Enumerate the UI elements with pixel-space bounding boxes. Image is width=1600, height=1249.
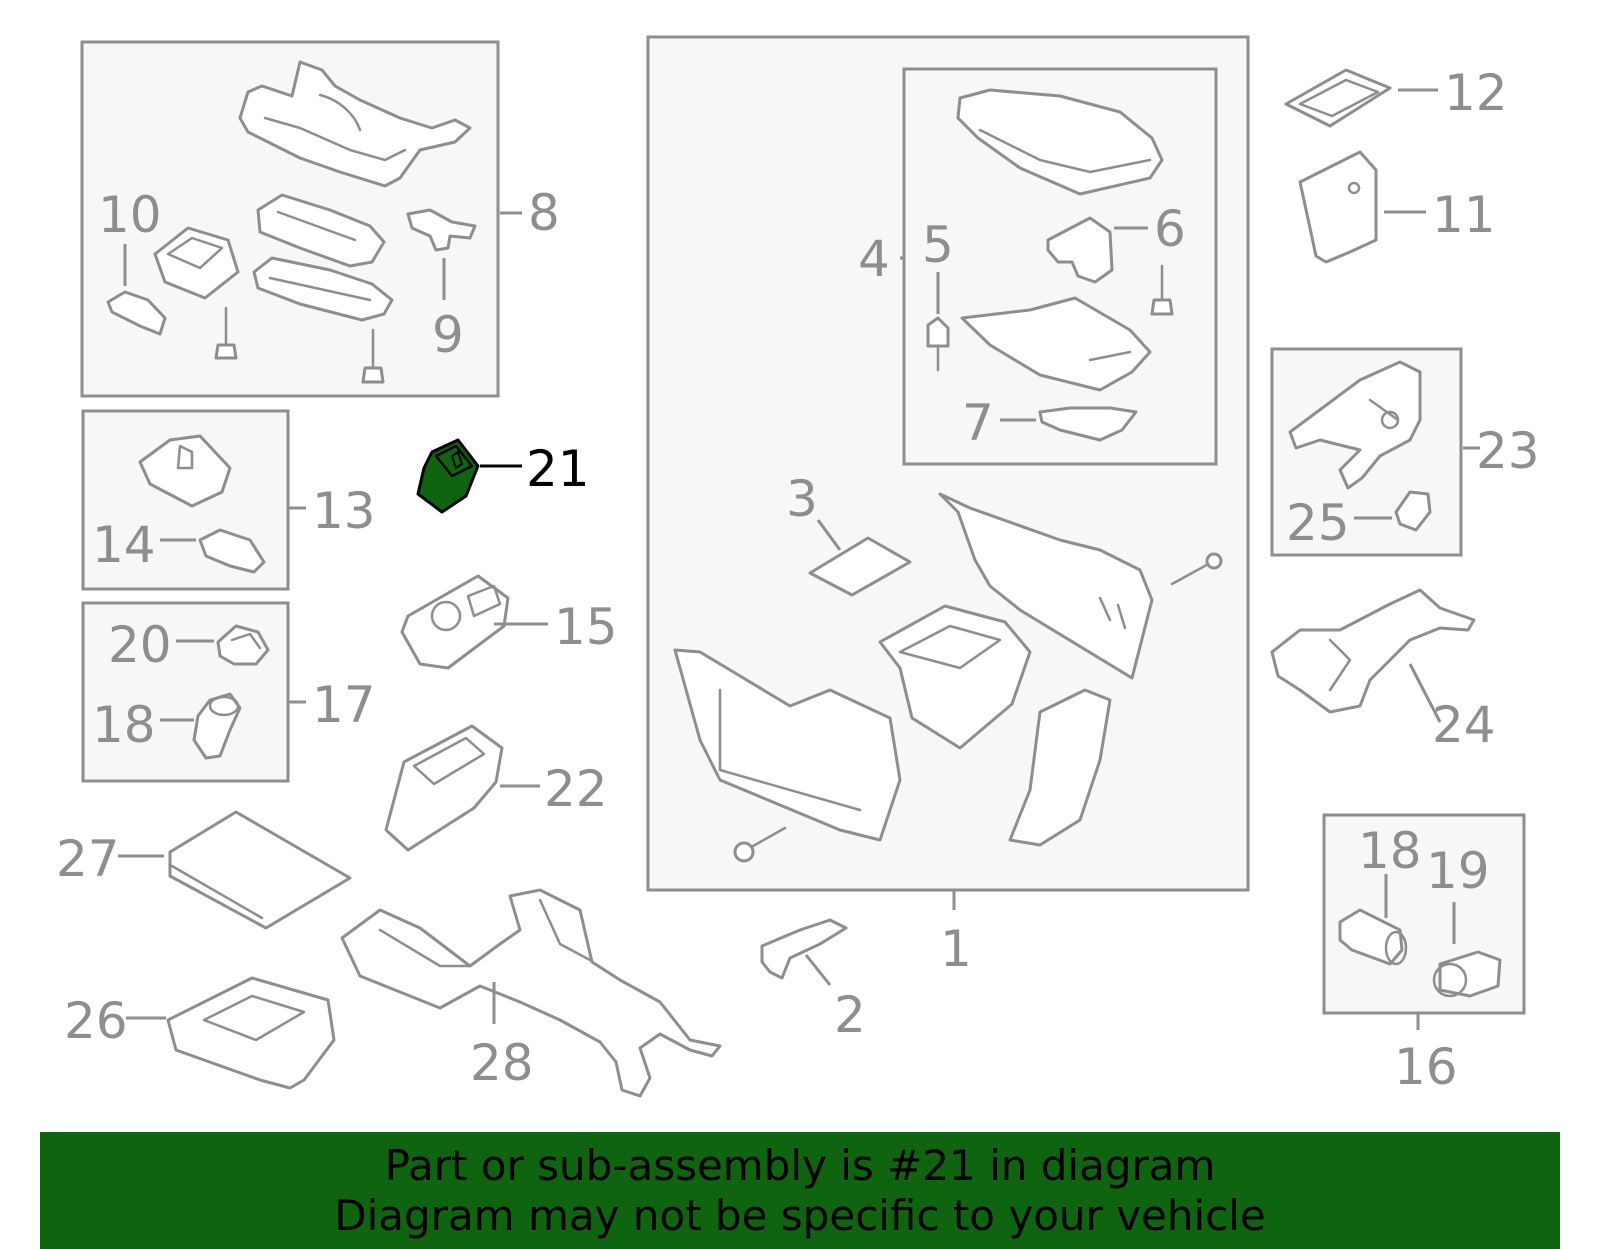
- callout-7[interactable]: 7: [962, 394, 994, 452]
- part-2-clip: [760, 918, 848, 980]
- part-28-frame: [340, 888, 722, 1098]
- part-27-mat: [168, 810, 352, 930]
- part-8-console-bezel: [238, 60, 472, 188]
- leader-lines: [118, 88, 1480, 1030]
- callout-10[interactable]: 10: [98, 186, 162, 244]
- part-20-cap: [216, 624, 270, 666]
- callout-4[interactable]: 4: [858, 230, 890, 288]
- callout-9[interactable]: 9: [432, 306, 464, 364]
- callout-22[interactable]: 22: [544, 760, 608, 818]
- callout-18-right[interactable]: 18: [1358, 822, 1422, 880]
- part-18-lighter-left: [192, 692, 242, 760]
- callout-11[interactable]: 11: [1432, 186, 1496, 244]
- callout-24[interactable]: 24: [1432, 696, 1496, 754]
- part-3-pad: [808, 536, 912, 597]
- callout-1[interactable]: 1: [940, 920, 972, 978]
- callout-19[interactable]: 19: [1426, 842, 1490, 900]
- part-9-clip: [406, 208, 477, 252]
- part-26-module: [166, 976, 336, 1090]
- part-18-lighter-right: [1338, 908, 1408, 966]
- callout-12[interactable]: 12: [1444, 64, 1508, 122]
- callout-17[interactable]: 17: [312, 676, 376, 734]
- part-25-clip: [1394, 490, 1432, 532]
- part-10-bracket: [106, 290, 167, 336]
- callout-16[interactable]: 16: [1394, 1038, 1458, 1096]
- callout-25[interactable]: 25: [1286, 494, 1350, 552]
- part-14-clip: [198, 528, 266, 574]
- part-13-shift-boot: [138, 434, 232, 508]
- callout-28[interactable]: 28: [470, 1034, 534, 1092]
- callout-2[interactable]: 2: [834, 986, 866, 1044]
- callout-5[interactable]: 5: [922, 216, 954, 274]
- callout-3[interactable]: 3: [786, 470, 818, 528]
- callout-23[interactable]: 23: [1476, 422, 1540, 480]
- screw-1b: [733, 826, 787, 863]
- callouts: 1 2 3 4 5 6 7 8 9 10 11 12 13 14 15 16 1…: [56, 64, 1540, 1096]
- part-4-armrest-lid: [956, 88, 1164, 196]
- screw-8a: [214, 306, 238, 360]
- part-6-bracket: [1046, 216, 1114, 284]
- part-1-storage-bin: [878, 604, 1032, 750]
- part-12-pad: [1284, 68, 1392, 128]
- banner-line-2: Diagram may not be specific to your vehi…: [334, 1190, 1266, 1240]
- part-11-panel: [1298, 150, 1378, 264]
- part-24-bracket: [1270, 588, 1476, 714]
- part-19-socket: [1432, 950, 1502, 998]
- callout-6[interactable]: 6: [1154, 200, 1186, 258]
- callout-20[interactable]: 20: [108, 616, 172, 674]
- callout-8[interactable]: 8: [528, 184, 560, 242]
- part-21-switch-highlighted[interactable]: [416, 438, 480, 514]
- part-5-pin: [926, 316, 950, 372]
- part-1-side-panel-right: [938, 492, 1154, 680]
- screw-1a: [1170, 552, 1223, 586]
- callout-26[interactable]: 26: [64, 992, 128, 1050]
- screw-8b: [361, 328, 385, 384]
- part-8-trim-pad-lower: [252, 256, 394, 322]
- part-8-trim-pad-upper: [256, 193, 386, 268]
- part-7-pad: [1038, 406, 1138, 442]
- screw-4: [1150, 264, 1174, 316]
- banner-line-1: Part or sub-assembly is #21 in diagram: [384, 1140, 1216, 1190]
- callout-27[interactable]: 27: [56, 830, 120, 888]
- callout-13[interactable]: 13: [312, 482, 376, 540]
- callout-18-left[interactable]: 18: [92, 696, 156, 754]
- callout-14[interactable]: 14: [92, 516, 156, 574]
- callout-21-highlighted[interactable]: 21: [526, 440, 590, 498]
- callout-15[interactable]: 15: [554, 598, 618, 656]
- part-22-switch-panel: [384, 724, 504, 852]
- part-10-pocket: [153, 226, 240, 300]
- part-1-side-panel-left: [673, 648, 902, 842]
- part-15-switch-panel: [400, 574, 510, 670]
- info-banner: Part or sub-assembly is #21 in diagram D…: [40, 1132, 1560, 1249]
- part-1-rear-panel: [1008, 688, 1112, 847]
- part-23-shifter: [1288, 360, 1422, 490]
- part-4-armrest-base: [960, 296, 1152, 392]
